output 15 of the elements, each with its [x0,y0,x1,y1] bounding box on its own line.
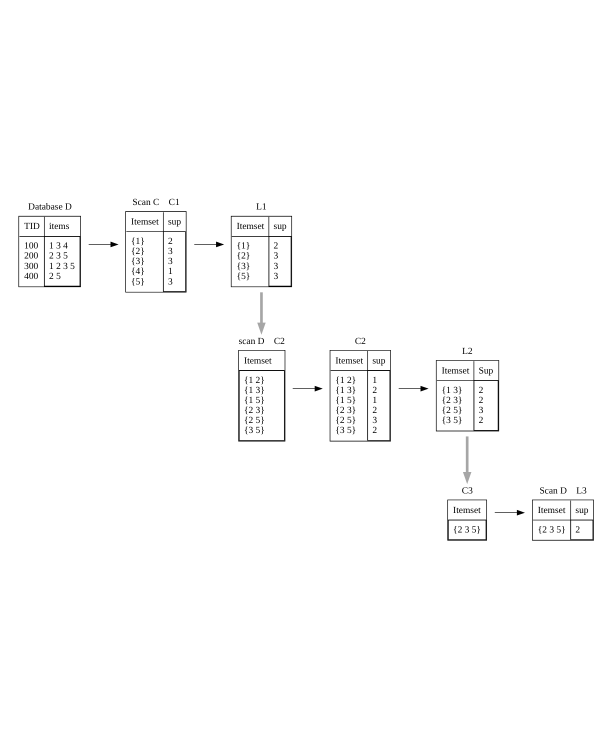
arrow [398,385,429,391]
node-label: Scan C C1 [132,197,180,208]
arrow [194,241,224,247]
arrow [257,292,266,334]
node-label: Scan D L3 [539,486,587,496]
node-label: L1 [256,202,267,212]
node-label: L2 [462,346,473,356]
node-label: Database D [28,202,72,212]
arrow [292,385,323,391]
arrow [88,241,119,247]
node-label: C2 [354,336,366,346]
arrow [462,436,472,484]
node-label: C3 [462,486,473,496]
node-label: scan D C2 [238,336,285,346]
arrow [494,509,525,516]
